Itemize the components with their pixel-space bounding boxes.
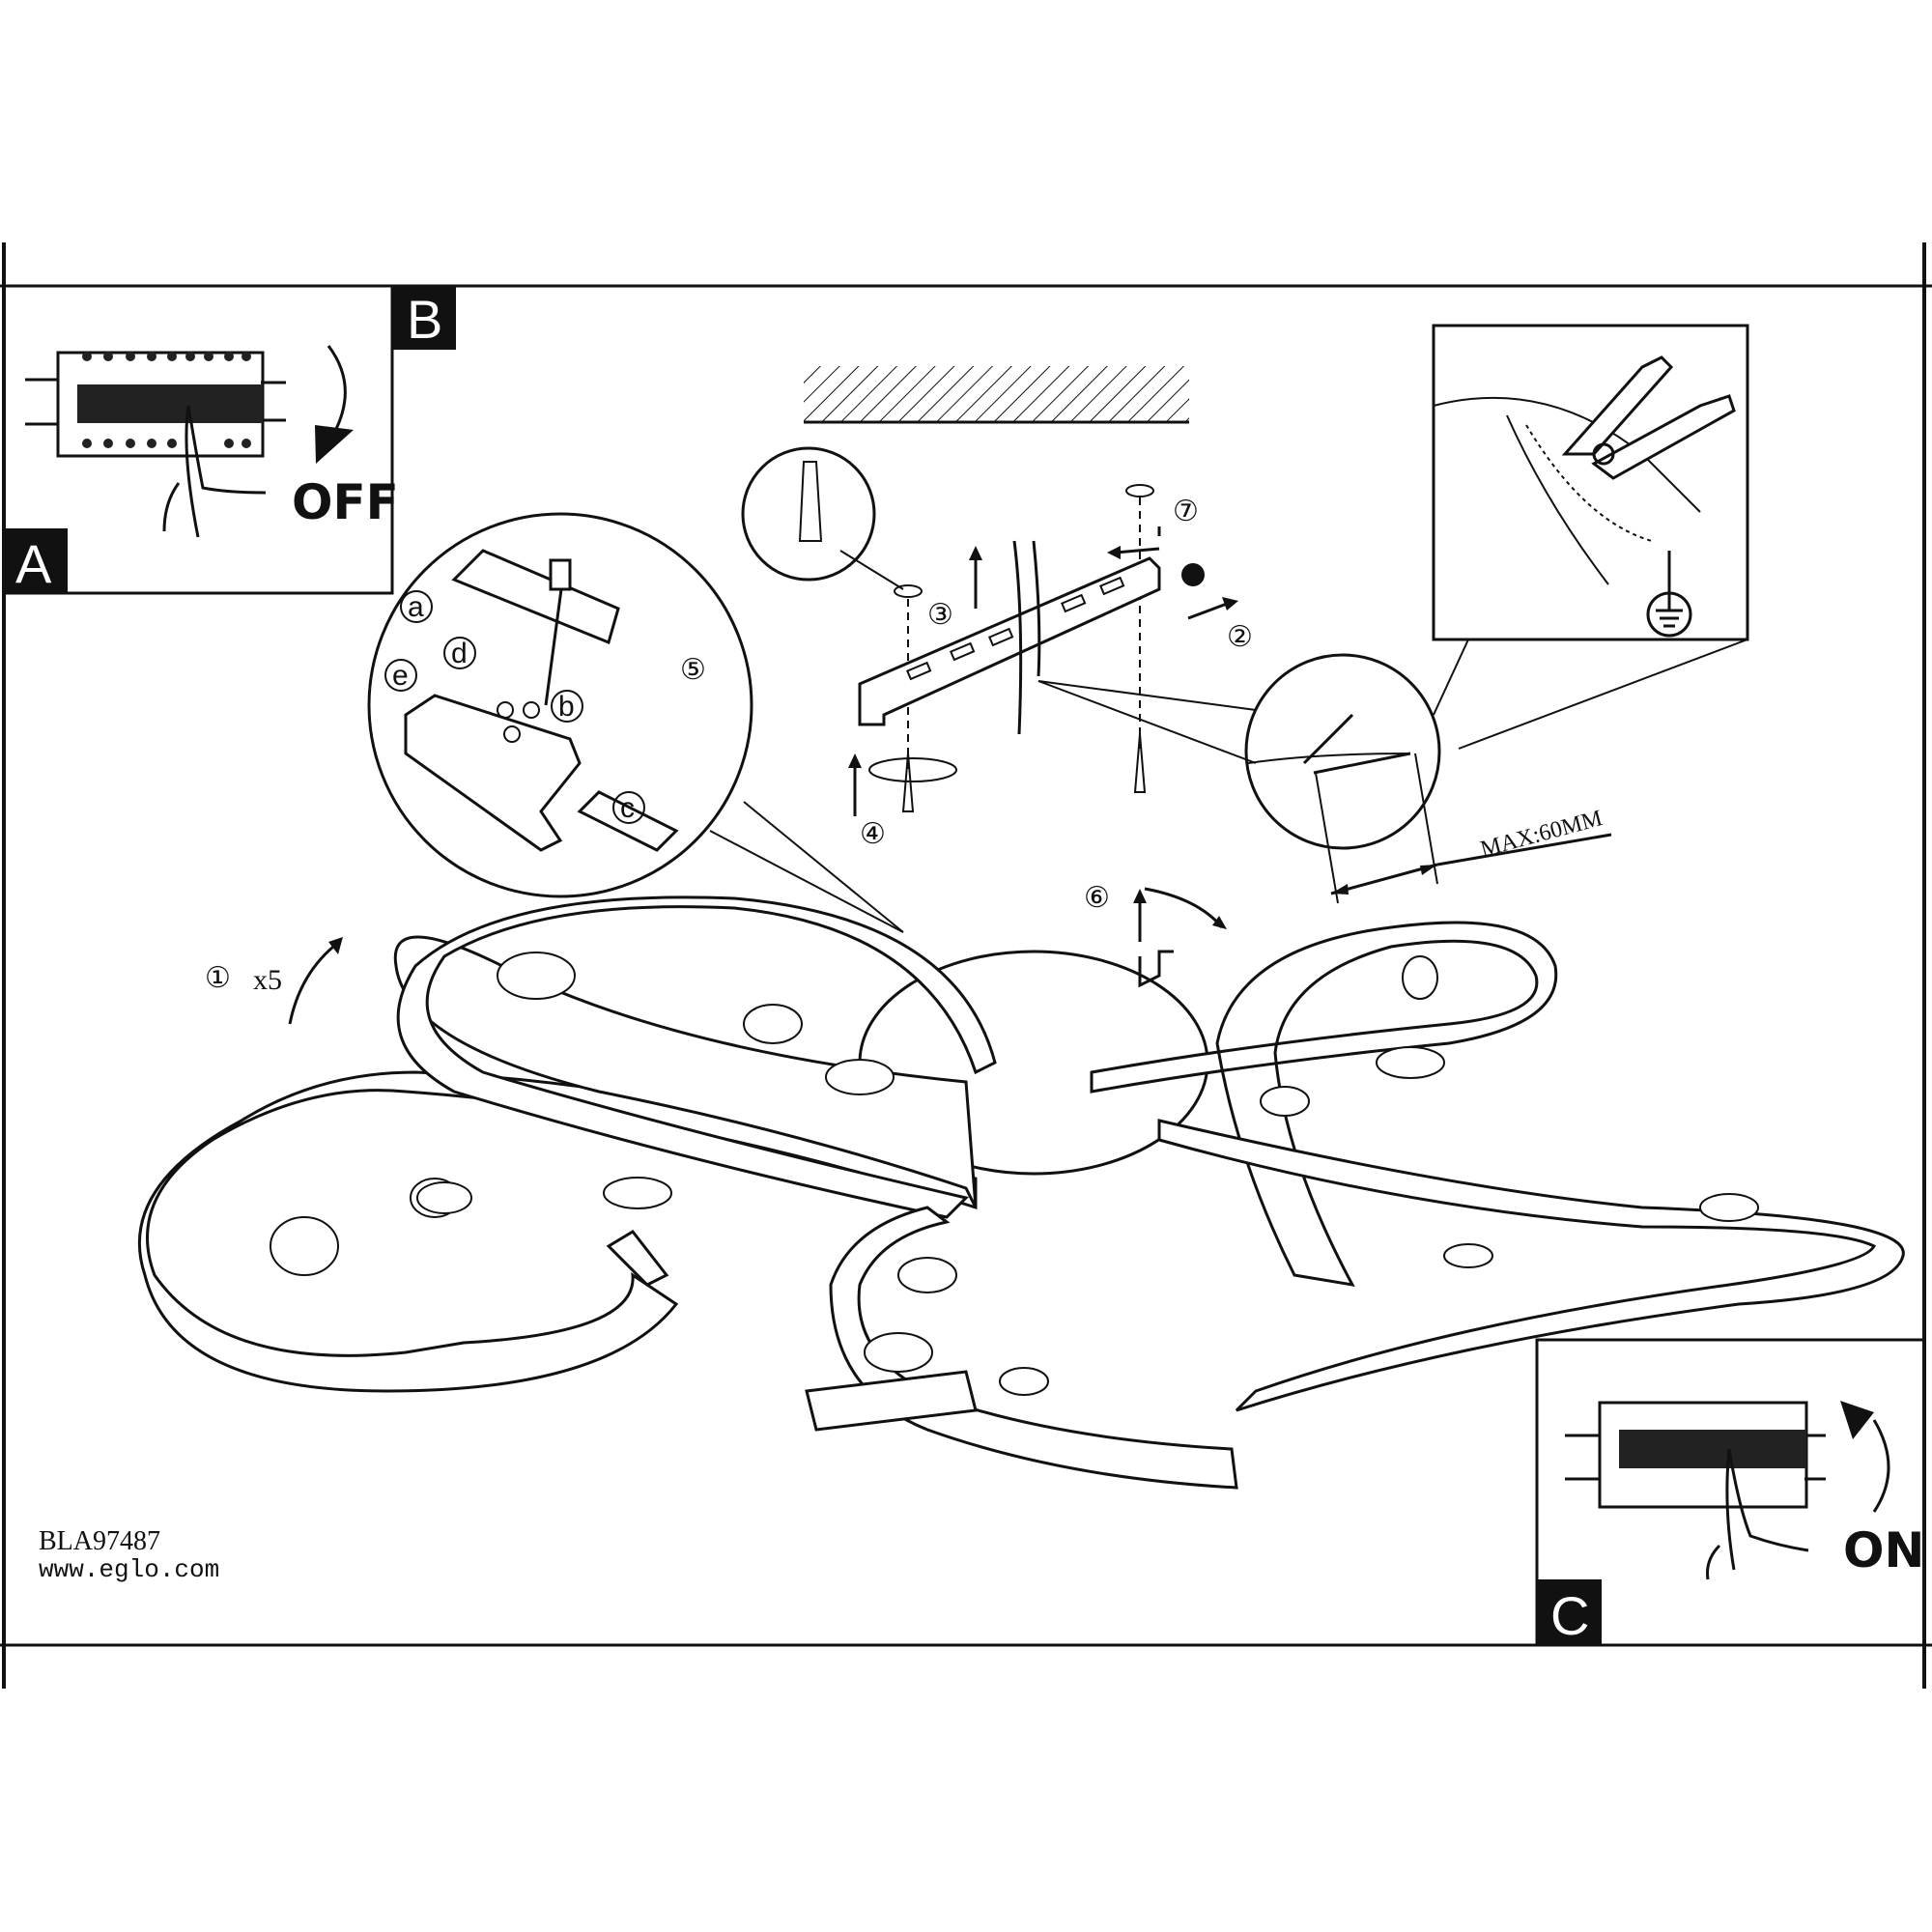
terminal-cover	[451, 549, 620, 645]
letter-a: a	[408, 591, 424, 623]
screw-icon	[901, 733, 1147, 812]
letter-c: c	[620, 792, 635, 824]
ceiling-lamp-illustration	[137, 895, 1905, 1490]
step-3: ③	[927, 599, 953, 631]
letter-d: d	[451, 638, 468, 669]
step-2: ②	[1227, 621, 1253, 653]
wire-stripping-detail	[1432, 324, 1749, 750]
crystal-drops	[270, 952, 1759, 1396]
letter-e: e	[392, 660, 409, 692]
rotate-arrow-up-icon	[1872, 1419, 1890, 1513]
step-5: ⑤	[680, 654, 706, 686]
max-length-label: MAX:60MM	[1478, 806, 1605, 863]
step-7: ⑦	[1173, 496, 1199, 527]
off-label: OFF	[292, 474, 399, 530]
lamp-arm	[396, 895, 997, 1219]
panel-b-badge	[392, 286, 456, 350]
panel-b-letter: B	[407, 289, 442, 350]
panel-a-badge	[4, 528, 68, 593]
letter-b: b	[558, 691, 575, 723]
rotate-arrow-icon	[1144, 887, 1224, 928]
lamp-arm	[393, 935, 978, 1208]
panel-c-badge	[1537, 1579, 1602, 1645]
step-6: ⑥	[1084, 882, 1110, 914]
step-numbers: ① x5 ② ③ ④ ⑤ ⑥ ⑦	[205, 496, 1253, 996]
wall-plug-icon	[798, 461, 823, 542]
detail-letter-labels: a b c d e	[384, 590, 645, 824]
panel-switch-on: ON C	[1535, 1338, 1926, 1647]
breaker-icon	[1565, 1401, 1826, 1509]
step-4: ④	[860, 818, 886, 850]
panel-c-letter: C	[1550, 1585, 1589, 1646]
lamp-arm	[1090, 921, 1558, 1287]
hand-icon	[1706, 1448, 1809, 1580]
ceiling-mount-detail	[741, 366, 1238, 816]
lamp-arm	[1157, 1119, 1905, 1412]
step-1-quantity: x5	[253, 964, 282, 996]
website: www.eglo.com	[39, 1555, 219, 1584]
breaker-icon	[25, 351, 286, 458]
hand-icon	[162, 405, 267, 538]
panel-switch-off: OFF B A	[2, 284, 456, 595]
ground-icon	[1646, 551, 1692, 638]
lamp-arm	[829, 1206, 1238, 1490]
ceiling-hatch	[804, 366, 1189, 422]
rotate-arrow-icon	[288, 945, 334, 1025]
model-number: BLA97487	[39, 1526, 160, 1556]
panel-a-letter: A	[15, 533, 52, 594]
wire-length-detail: MAX:60MM	[1037, 653, 1612, 904]
lamp-arm	[137, 1070, 978, 1393]
terminal-block-detail: a b c d e	[367, 512, 904, 933]
rotate-arrow-down-icon	[327, 345, 347, 436]
pliers-icon	[1561, 355, 1736, 480]
on-label: ON	[1843, 1522, 1924, 1578]
terminal-block	[404, 694, 582, 852]
wall-plug-detail	[741, 446, 876, 582]
step-1: ①	[205, 962, 231, 994]
